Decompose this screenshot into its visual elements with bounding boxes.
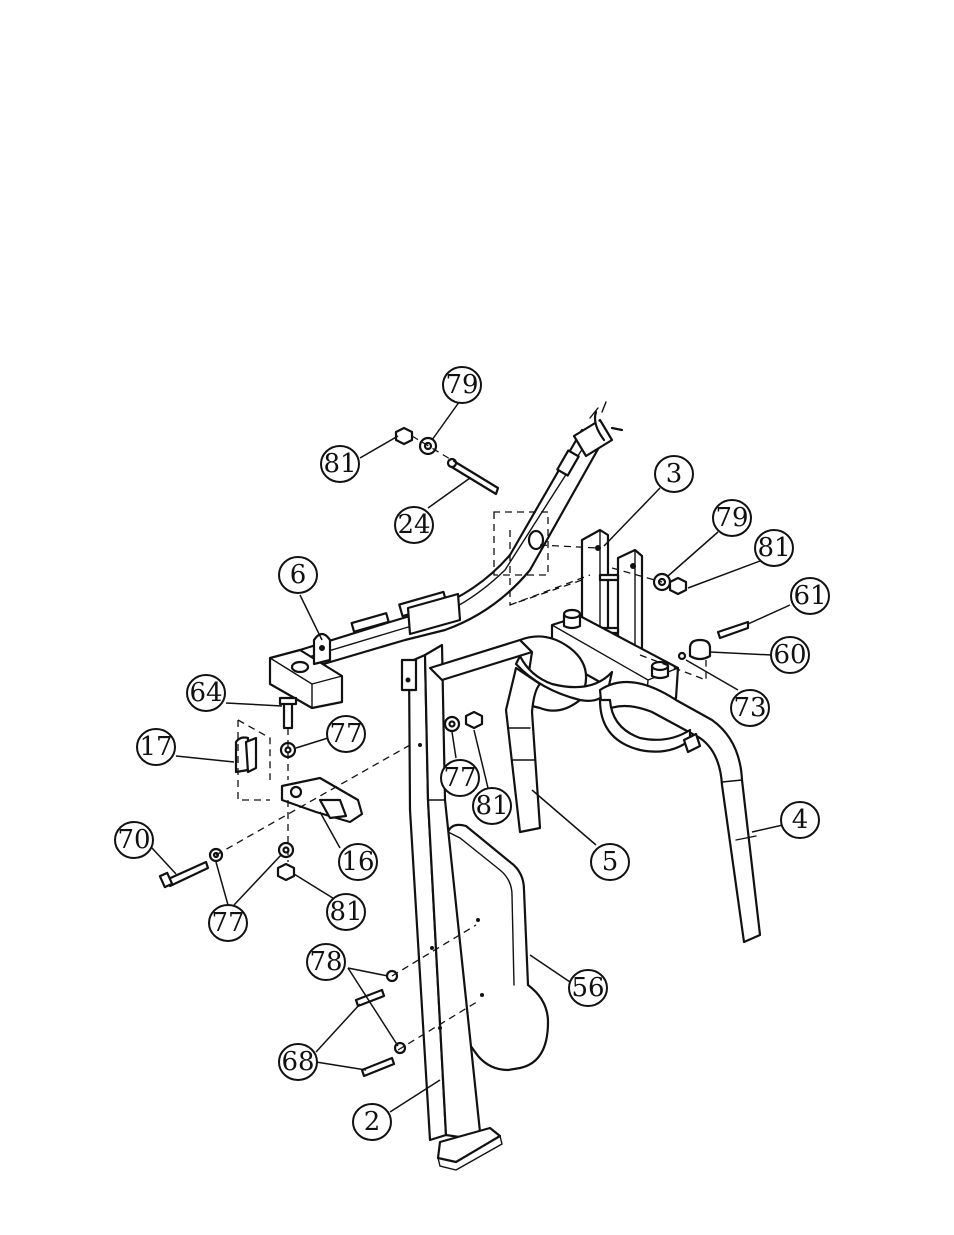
callout-16: 16 <box>338 843 378 881</box>
callout-label: 4 <box>792 805 809 835</box>
hardware-parts <box>158 426 750 1078</box>
callout-label: 6 <box>290 560 307 590</box>
callout-label: 60 <box>773 640 806 670</box>
callout-label: 17 <box>139 732 172 762</box>
callout-label: 16 <box>341 847 374 877</box>
callout-17: 17 <box>136 728 176 766</box>
callout-label: 3 <box>666 459 683 489</box>
callout-81-right: 81 <box>754 529 794 567</box>
callout-label: 81 <box>475 791 508 821</box>
callout-6: 6 <box>278 556 318 594</box>
callout-label: 79 <box>445 370 478 400</box>
callout-label: 81 <box>329 897 362 927</box>
main-upright-part <box>400 643 503 1171</box>
back-pad-part <box>446 823 550 1072</box>
callout-label: 77 <box>329 719 362 749</box>
callout-label: 64 <box>189 678 222 708</box>
callout-73: 73 <box>730 689 770 727</box>
callout-81-lower: 81 <box>326 893 366 931</box>
callout-56: 56 <box>568 969 608 1007</box>
callout-24: 24 <box>394 506 434 544</box>
callout-label: 61 <box>793 581 826 611</box>
callout-label: 2 <box>364 1107 381 1137</box>
callout-79-top: 79 <box>442 366 482 404</box>
callout-77-middle: 77 <box>440 759 480 797</box>
callout-label: 77 <box>443 763 476 793</box>
lower-arm-part <box>428 635 762 944</box>
callout-81-top: 81 <box>320 445 360 483</box>
callout-label: 70 <box>117 825 150 855</box>
callout-label: 81 <box>323 449 356 479</box>
callout-label: 78 <box>309 947 342 977</box>
callout-label: 81 <box>757 533 790 563</box>
callout-label: 73 <box>733 693 766 723</box>
callout-79-right: 79 <box>712 499 752 537</box>
callout-5: 5 <box>590 843 630 881</box>
callout-64: 64 <box>186 674 226 712</box>
callout-2: 2 <box>352 1103 392 1141</box>
callout-label: 24 <box>397 510 430 540</box>
callout-3: 3 <box>654 455 694 493</box>
assembly-guide-lines <box>215 435 707 1051</box>
callout-label: 79 <box>715 503 748 533</box>
callout-78: 78 <box>306 943 346 981</box>
callout-77-upper: 77 <box>326 715 366 753</box>
callout-label: 56 <box>571 973 604 1003</box>
top-frame-part <box>268 401 624 710</box>
callout-4: 4 <box>780 801 820 839</box>
callout-68: 68 <box>278 1043 318 1081</box>
callout-60: 60 <box>770 636 810 674</box>
callout-label: 5 <box>602 847 619 877</box>
callout-70: 70 <box>114 821 154 859</box>
callout-61: 61 <box>790 577 830 615</box>
callout-77-lower: 77 <box>208 904 248 942</box>
callout-label: 68 <box>281 1047 314 1077</box>
callout-81-middle: 81 <box>472 787 512 825</box>
leader-lines <box>151 397 797 1113</box>
callout-label: 77 <box>211 908 244 938</box>
